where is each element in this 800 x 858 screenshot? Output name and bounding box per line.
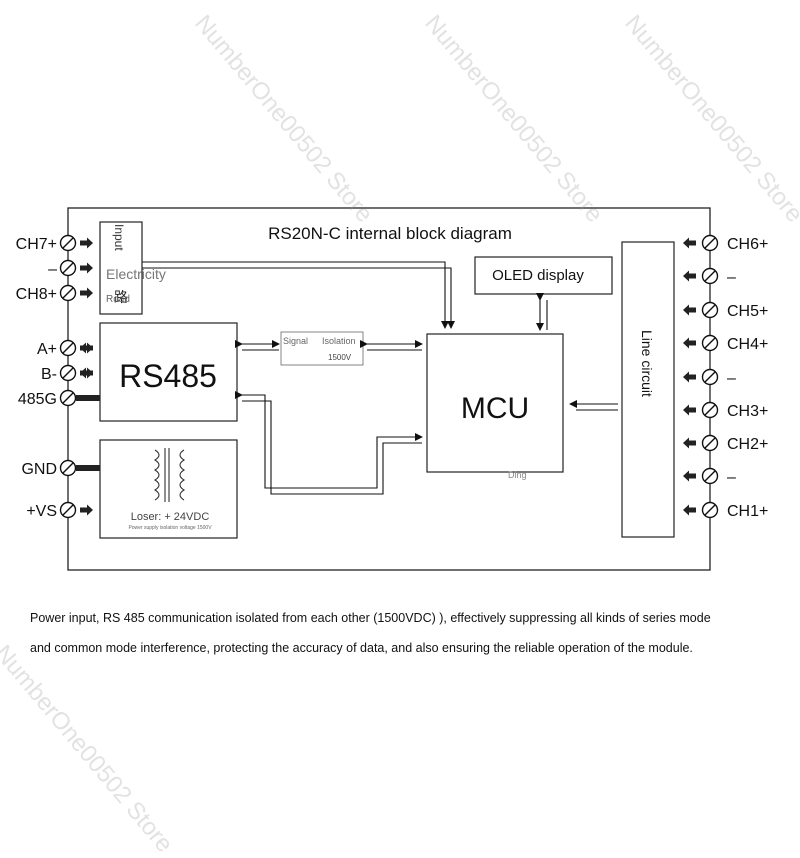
right-terminal: CH1+ bbox=[683, 501, 768, 520]
transformer-icon bbox=[153, 448, 186, 502]
signal-label: Signal bbox=[283, 336, 308, 346]
terminal-label: – bbox=[727, 269, 736, 286]
terminal-label: 485G bbox=[18, 391, 57, 408]
arrow-icon bbox=[683, 371, 696, 383]
left-terminal: CH7+ bbox=[16, 234, 93, 253]
screw-slot bbox=[62, 367, 74, 379]
rs485-label: RS485 bbox=[119, 358, 217, 394]
bidirectional-arrow-icon bbox=[80, 367, 93, 379]
connection-lines bbox=[142, 261, 618, 495]
isolation-voltage-label: 1500V bbox=[328, 353, 352, 362]
screw-slot bbox=[704, 437, 716, 449]
terminal-label: A+ bbox=[37, 341, 57, 358]
left-terminal-column: CH7+ – CH8+ A+ B- 485G GND +VS bbox=[16, 234, 100, 520]
terminal-label: CH6+ bbox=[727, 236, 768, 253]
line-circuit-label: Line circuit bbox=[639, 330, 655, 397]
bidirectional-arrow-icon bbox=[80, 342, 93, 354]
arrow-icon bbox=[683, 437, 696, 449]
terminal-label: CH8+ bbox=[16, 286, 57, 303]
arrow-icon bbox=[80, 262, 93, 274]
terminal-label: CH5+ bbox=[727, 303, 768, 320]
terminal-label: CH4+ bbox=[727, 336, 768, 353]
terminal-label: B- bbox=[41, 366, 57, 383]
terminal-label: CH2+ bbox=[727, 436, 768, 453]
terminal-label: CH3+ bbox=[727, 403, 768, 420]
terminal-label: +VS bbox=[26, 503, 57, 520]
left-terminal: 485G bbox=[18, 389, 100, 408]
mcu-label: MCU bbox=[461, 392, 529, 425]
screw-slot bbox=[704, 371, 716, 383]
left-terminal: – bbox=[48, 259, 93, 278]
arrow-icon bbox=[683, 504, 696, 516]
right-terminal: CH3+ bbox=[683, 401, 768, 420]
left-terminal: CH8+ bbox=[16, 284, 93, 303]
right-terminal: – bbox=[683, 267, 736, 286]
power-sub-label: Power supply isolation voltage 1500V bbox=[128, 525, 212, 531]
block-diagram: RS20N-C internal block diagram Input Ele… bbox=[16, 207, 768, 571]
input-road-sub-label: Road bbox=[106, 294, 130, 305]
screw-slot bbox=[62, 237, 74, 249]
connector-bar bbox=[76, 395, 100, 401]
screw-slot bbox=[704, 470, 716, 482]
right-terminal: CH5+ bbox=[683, 301, 768, 320]
rs485-block bbox=[99, 322, 238, 422]
terminal-label: CH7+ bbox=[16, 236, 57, 253]
left-terminal: GND bbox=[21, 459, 100, 478]
screw-slot bbox=[704, 404, 716, 416]
left-terminal: +VS bbox=[26, 501, 93, 520]
terminal-label: – bbox=[727, 469, 736, 486]
screw-slot bbox=[62, 287, 74, 299]
right-terminal: CH2+ bbox=[683, 434, 768, 453]
screw-slot bbox=[62, 392, 74, 404]
arrow-icon bbox=[683, 237, 696, 249]
arrow-icon bbox=[683, 404, 696, 416]
right-terminal: – bbox=[683, 368, 736, 387]
connector-bar bbox=[76, 465, 100, 471]
line-circuit-block bbox=[621, 241, 675, 538]
power-label: Loser: + 24VDC bbox=[131, 511, 210, 523]
left-terminal: A+ bbox=[37, 339, 93, 358]
arrow-icon bbox=[80, 504, 93, 516]
input-road-vertical-label: Input bbox=[112, 224, 126, 251]
signal-isolation-block bbox=[280, 331, 364, 366]
arrow-icon bbox=[683, 470, 696, 482]
isolation-label: Isolation bbox=[322, 336, 356, 346]
screw-slot bbox=[704, 337, 716, 349]
right-terminal: CH6+ bbox=[683, 234, 768, 253]
caption-line-2: and common mode interference, protecting… bbox=[30, 641, 693, 655]
screw-slot bbox=[704, 504, 716, 516]
oled-label: OLED display bbox=[492, 267, 584, 284]
right-terminal-column: CH6+ – CH5+ CH4+ – CH3+ CH2+ – CH1+ bbox=[683, 234, 768, 520]
screw-slot bbox=[62, 462, 74, 474]
right-terminal: CH4+ bbox=[683, 334, 768, 353]
diagram-title: RS20N-C internal block diagram bbox=[268, 224, 512, 243]
arrow-icon bbox=[683, 270, 696, 282]
screw-slot bbox=[704, 237, 716, 249]
input-road-overlay-label: Electricity bbox=[106, 266, 166, 282]
mcu-block bbox=[426, 333, 564, 473]
terminal-label: – bbox=[48, 261, 57, 278]
arrow-icon bbox=[683, 337, 696, 349]
module-outline bbox=[67, 207, 711, 571]
screw-slot bbox=[704, 270, 716, 282]
caption-line-1: Power input, RS 485 communication isolat… bbox=[30, 611, 711, 625]
screw-slot bbox=[704, 304, 716, 316]
right-terminal: – bbox=[683, 467, 736, 486]
input-road-glyph: 路 bbox=[114, 289, 128, 305]
arrow-icon bbox=[80, 237, 93, 249]
terminal-label: CH1+ bbox=[727, 503, 768, 520]
mcu-sub-label: Ding bbox=[508, 470, 527, 480]
screw-slot bbox=[62, 262, 74, 274]
power-block bbox=[99, 439, 238, 539]
arrow-icon bbox=[80, 287, 93, 299]
terminal-label: – bbox=[727, 370, 736, 387]
screw-slot bbox=[62, 342, 74, 354]
left-terminal: B- bbox=[41, 364, 93, 383]
screw-slot bbox=[62, 504, 74, 516]
terminal-label: GND bbox=[21, 461, 57, 478]
arrow-icon bbox=[683, 304, 696, 316]
